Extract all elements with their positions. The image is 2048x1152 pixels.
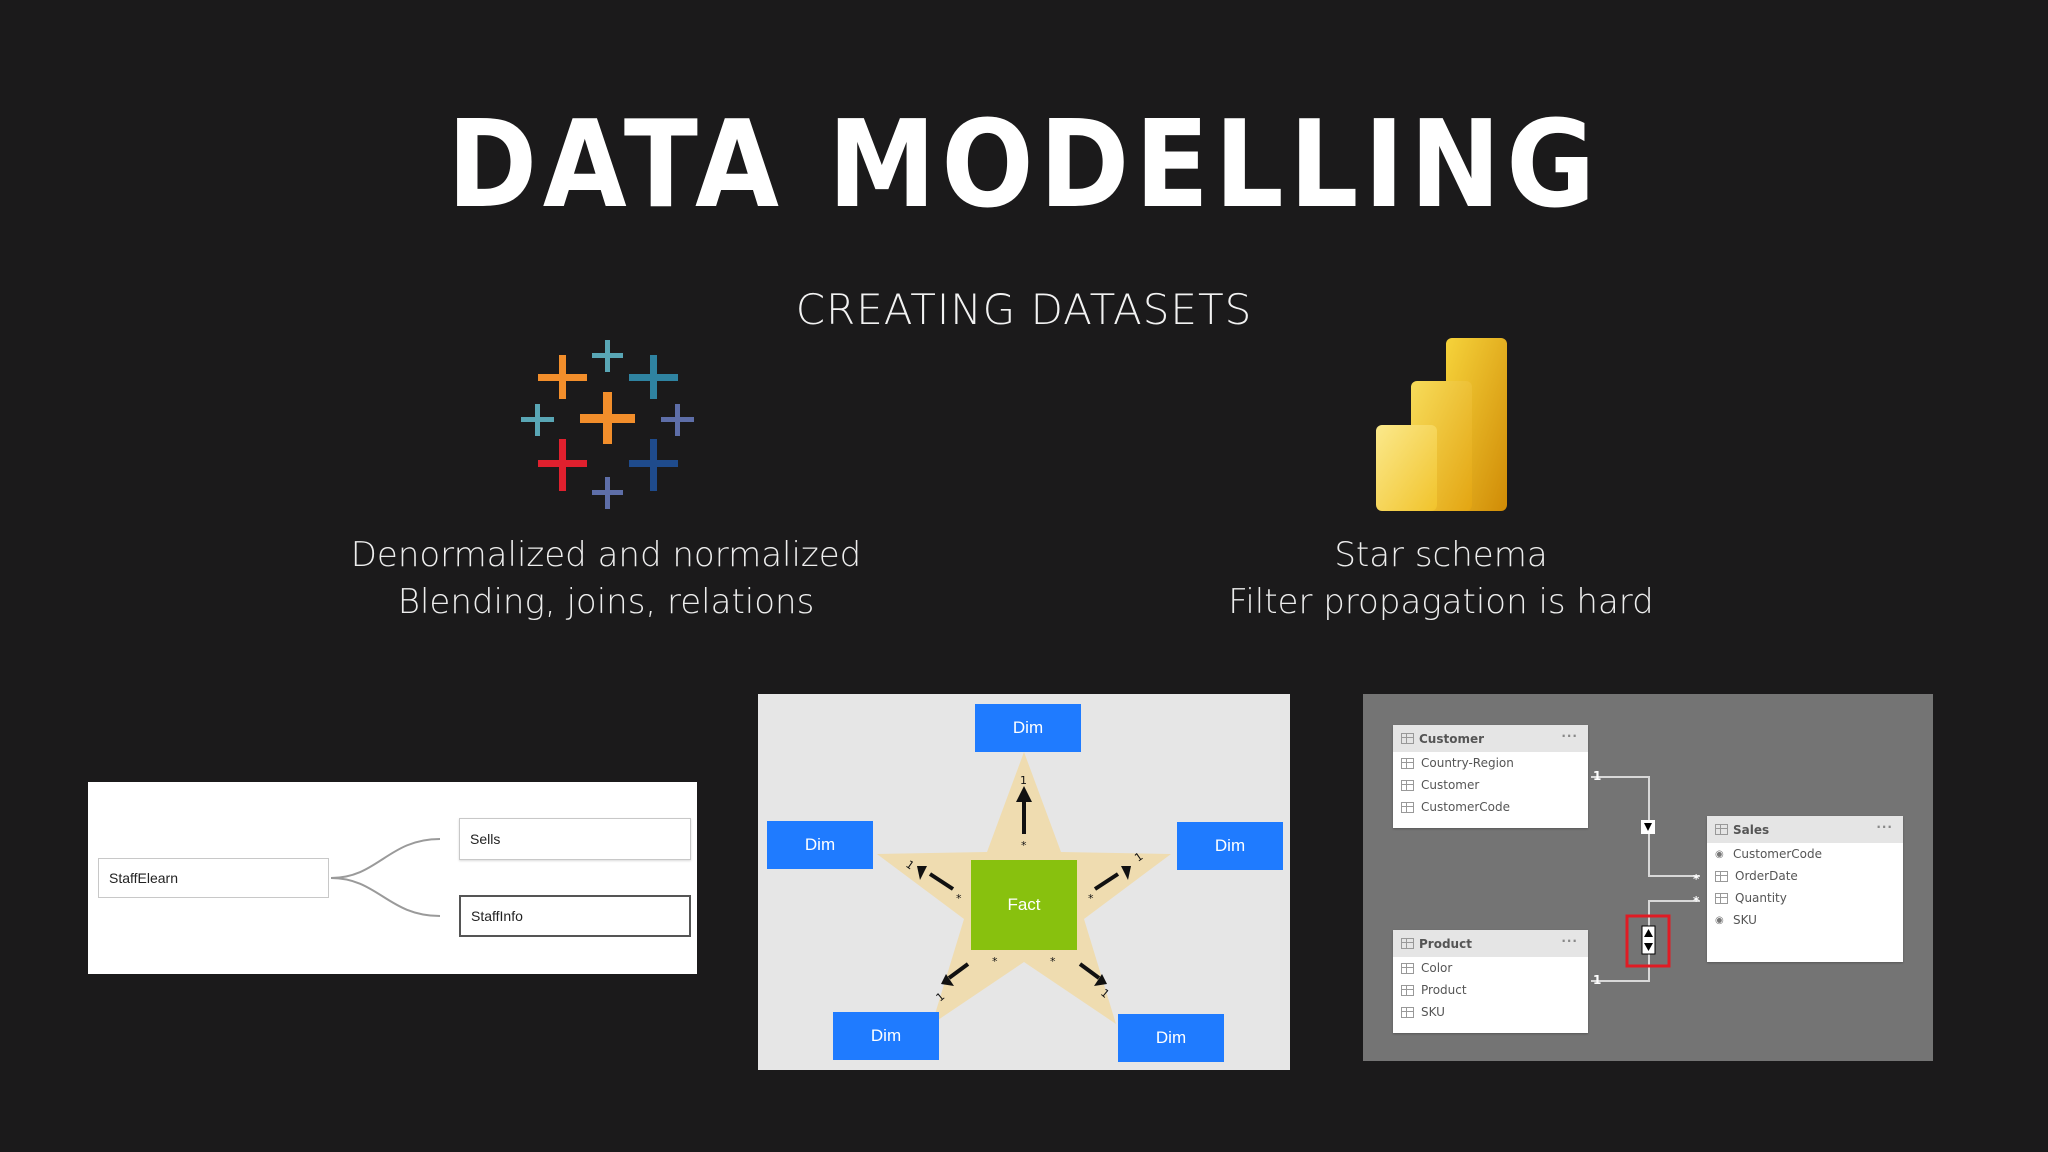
powerbi-caption-line2: Filter propagation is hard [1228,582,1654,622]
more-options-icon[interactable]: ··· [1876,820,1893,834]
relationship-lines [1591,776,1700,982]
customer-table-name: Customer [1419,731,1485,746]
field-row[interactable]: SKU [1393,1001,1588,1023]
cardinality-one: 1 [1593,769,1602,783]
product-table-name: Product [1419,936,1472,951]
cardinality-many: * [1088,892,1094,905]
table-icon [1715,824,1728,835]
more-options-icon[interactable]: ··· [1561,934,1578,948]
field-row[interactable]: CustomerCode [1393,796,1588,818]
field-icon [1401,757,1414,769]
hidden-eye-icon: ◉ [1715,914,1724,926]
field-name: OrderDate [1735,869,1798,883]
powerbi-model-view: 1 * * 1 Customer ··· Country-Region Cust… [1363,694,1933,1061]
field-icon [1401,1006,1414,1018]
product-table-header[interactable]: Product ··· [1393,930,1588,957]
sales-table-name: Sales [1733,822,1770,837]
cardinality-one: 1 [1020,774,1027,787]
dim-table-top: Dim [975,704,1081,752]
customer-table-header[interactable]: Customer ··· [1393,725,1588,752]
dim-table-left: Dim [767,821,873,869]
cardinality-many: * [1693,872,1700,886]
power-bi-icon [1376,338,1507,511]
field-name: CustomerCode [1421,800,1511,814]
table-icon [1401,733,1414,744]
slide-subtitle: CREATING DATASETS [795,285,1253,334]
field-row[interactable]: ◉ SKU [1707,909,1903,931]
cardinality-many: * [992,955,998,968]
field-icon [1715,870,1728,882]
field-row[interactable]: OrderDate [1707,865,1903,887]
tableau-logo [518,338,698,513]
field-row[interactable]: Country-Region [1393,752,1588,774]
powerbi-caption-line1: Star schema [1334,535,1548,575]
tableau-caption-line1: Denormalized and normalized [350,535,862,575]
field-name: Customer [1421,778,1480,792]
field-row[interactable]: ◉ CustomerCode [1707,843,1903,865]
field-name: SKU [1421,1005,1445,1019]
field-name: Quantity [1735,891,1787,905]
table-icon [1401,938,1414,949]
field-name: Color [1421,961,1453,975]
field-icon [1715,892,1728,904]
tableau-logo-icon [521,340,694,509]
field-icon [1401,779,1414,791]
field-name: SKU [1733,913,1757,927]
relationship-noodles [330,838,441,917]
slide-title: DATA MODELLING [447,93,1601,235]
cardinality-many: * [956,892,962,905]
field-name: Product [1421,983,1467,997]
field-row[interactable]: Quantity [1707,887,1903,909]
tableau-relationship-panel: StaffElearn Sells StaffInfo [88,782,697,974]
field-row[interactable]: Customer [1393,774,1588,796]
field-icon [1401,801,1414,813]
more-options-icon[interactable]: ··· [1561,729,1578,743]
sales-table-header[interactable]: Sales ··· [1707,816,1903,843]
dim-table-bottom-right: Dim [1118,1014,1224,1062]
product-table-card[interactable]: Product ··· Color Product SKU [1393,930,1588,1033]
tableau-caption-line2: Blending, joins, relations [397,582,815,622]
cardinality-many: * [1693,894,1700,908]
field-icon [1401,984,1414,996]
tableau-caption: Denormalized and normalized Blending, jo… [306,532,906,626]
table-sells[interactable]: Sells [459,818,691,860]
hidden-eye-icon: ◉ [1715,848,1724,860]
cardinality-many: * [1050,955,1056,968]
star-schema-diagram: 1 * 1 * 1 * 1 * 1 * Fact Dim Dim Dim Dim… [758,694,1290,1070]
field-name: Country-Region [1421,756,1514,770]
field-row[interactable]: Color [1393,957,1588,979]
customer-table-card[interactable]: Customer ··· Country-Region Customer Cus… [1393,725,1588,828]
cardinality-one: 1 [1593,973,1602,987]
table-staffinfo[interactable]: StaffInfo [459,895,691,937]
power-bi-logo [1375,337,1510,512]
dim-table-bottom-left: Dim [833,1012,939,1060]
cardinality-many: * [1021,839,1027,852]
table-staffelearn[interactable]: StaffElearn [98,858,329,898]
field-name: CustomerCode [1733,847,1823,861]
fact-table: Fact [971,860,1077,950]
sales-table-card[interactable]: Sales ··· ◉ CustomerCode OrderDate Quanti… [1707,816,1903,962]
powerbi-caption: Star schema Filter propagation is hard [1191,532,1691,626]
field-row[interactable]: Product [1393,979,1588,1001]
dim-table-right: Dim [1177,822,1283,870]
field-icon [1401,962,1414,974]
